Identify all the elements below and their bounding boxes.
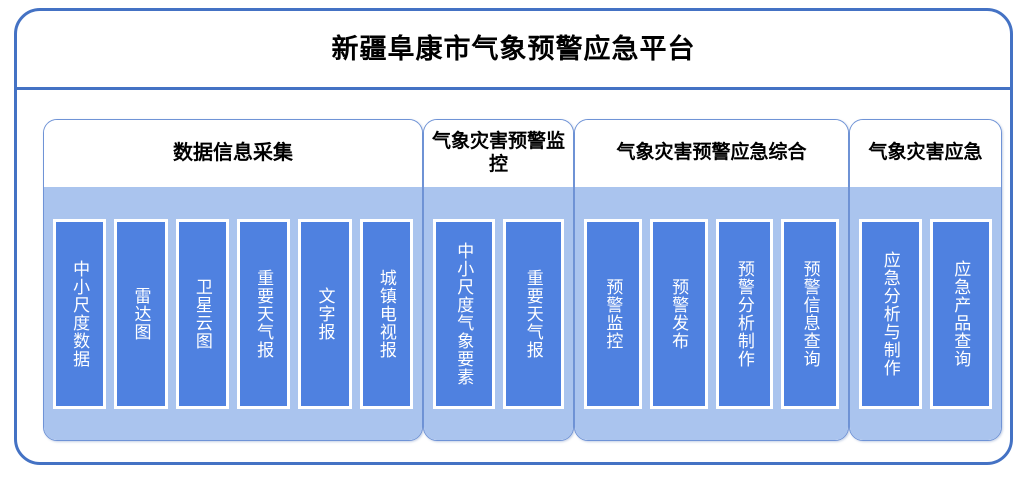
group-header: 气象灾害应急 (850, 120, 1001, 187)
group-panel-data-collection: 数据信息采集 中小尺度数据 雷达图 卫星云图 重要天气报 文字报 (43, 119, 423, 441)
group-title: 气象灾害预警监控 (431, 131, 565, 175)
card-item[interactable]: 应急分析与制作 (859, 218, 922, 409)
card-label: 应急分析与制作 (880, 250, 900, 377)
group-header: 气象灾害预警应急综合 (575, 120, 848, 187)
card-label: 城镇电视报 (376, 268, 396, 359)
card-label: 预警监控 (603, 277, 623, 350)
card-item[interactable]: 卫星云图 (175, 218, 229, 409)
card-label: 重要天气报 (523, 268, 543, 359)
platform-frame: 新疆阜康市气象预警应急平台 数据信息采集 中小尺度数据 雷达图 卫星云图 重要天… (14, 8, 1013, 465)
group-header: 数据信息采集 (44, 120, 422, 187)
card-item[interactable]: 预警发布 (649, 218, 708, 409)
group-title: 数据信息采集 (173, 141, 293, 164)
card-item[interactable]: 雷达图 (114, 218, 168, 409)
card-item[interactable]: 重要天气报 (236, 218, 291, 409)
group-header: 气象灾害预警监控 (424, 120, 573, 187)
card-label: 重要天气报 (254, 268, 274, 359)
card-label: 预警分析制作 (734, 259, 754, 368)
group-title: 气象灾害应急 (868, 142, 983, 164)
platform-title-bar: 新疆阜康市气象预警应急平台 (17, 11, 1010, 90)
card-item[interactable]: 预警分析制作 (715, 218, 774, 409)
group-card-list: 中小尺度数据 雷达图 卫星云图 重要天气报 文字报 城镇电视报 (44, 187, 422, 440)
card-item[interactable]: 预警信息查询 (781, 218, 839, 409)
card-item[interactable]: 中小尺度数据 (53, 218, 107, 409)
group-title: 气象灾害预警应急综合 (616, 142, 807, 164)
card-label: 雷达图 (131, 286, 151, 341)
card-item[interactable]: 重要天气报 (502, 218, 564, 409)
card-item[interactable]: 城镇电视报 (359, 218, 413, 409)
group-panel-disaster-warning-monitor: 气象灾害预警监控 中小尺度气象要素 重要天气报 (423, 119, 574, 441)
group-card-list: 应急分析与制作 应急产品查询 (850, 187, 1001, 440)
card-label: 卫星云图 (192, 277, 212, 350)
group-panel-warning-emergency-integrated: 气象灾害预警应急综合 预警监控 预警发布 预警分析制作 预警信息查询 (574, 119, 849, 441)
card-label: 中小尺度气象要素 (454, 241, 474, 386)
card-label: 预警信息查询 (800, 259, 820, 368)
card-item[interactable]: 文字报 (298, 218, 352, 409)
card-item[interactable]: 应急产品查询 (929, 218, 992, 409)
card-item[interactable]: 中小尺度气象要素 (433, 218, 495, 409)
card-label: 应急产品查询 (951, 259, 971, 368)
page-title: 新疆阜康市气象预警应急平台 (331, 33, 696, 64)
card-item[interactable]: 预警监控 (584, 218, 642, 409)
card-label: 文字报 (315, 286, 335, 341)
group-panels-row: 数据信息采集 中小尺度数据 雷达图 卫星云图 重要天气报 文字报 (17, 87, 1010, 462)
group-card-list: 中小尺度气象要素 重要天气报 (424, 187, 573, 440)
card-label: 中小尺度数据 (70, 259, 90, 368)
group-card-list: 预警监控 预警发布 预警分析制作 预警信息查询 (575, 187, 848, 440)
card-label: 预警发布 (669, 277, 689, 350)
group-panel-disaster-emergency: 气象灾害应急 应急分析与制作 应急产品查询 (849, 119, 1002, 441)
